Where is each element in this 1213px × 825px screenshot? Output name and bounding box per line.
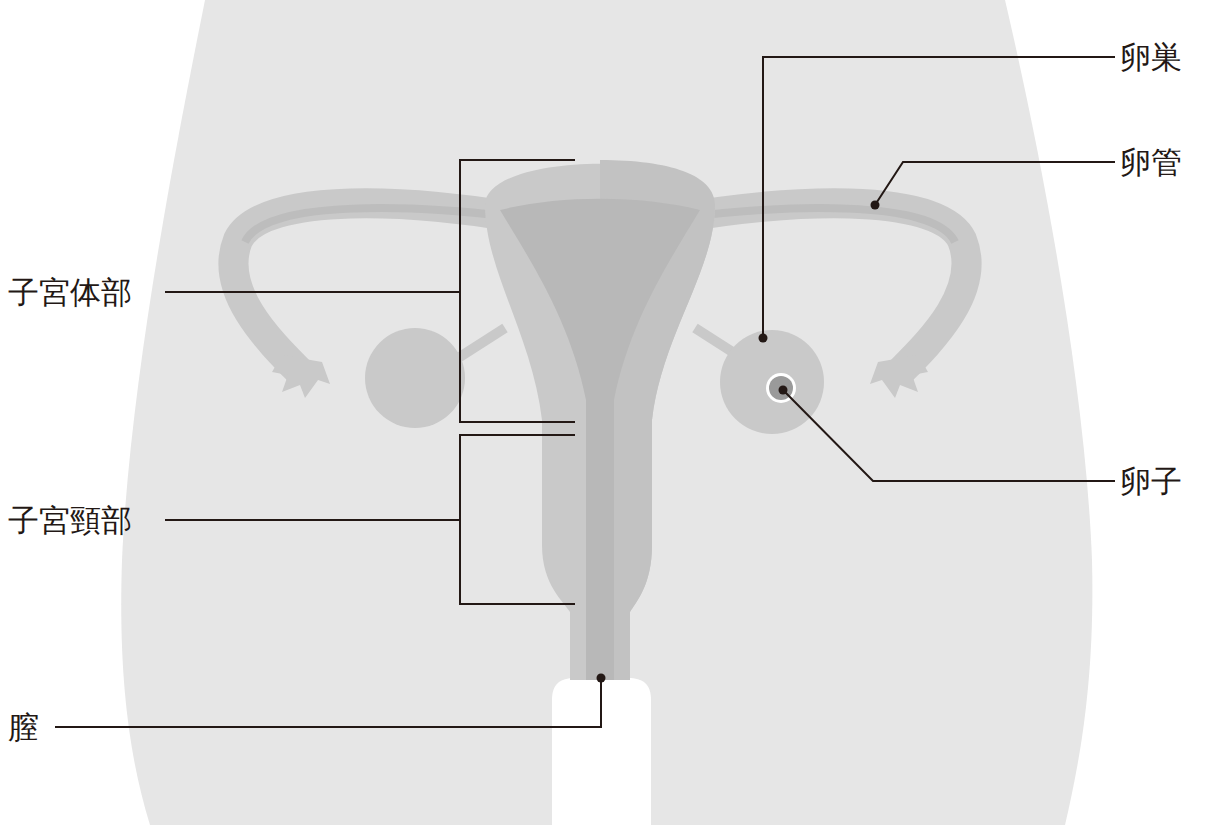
bracket [460,435,575,604]
fallopian-tube [680,203,967,372]
part-label: 膣 [8,708,39,746]
ovary [365,328,465,428]
leader-line [783,390,1115,481]
leader-line [165,291,460,293]
leader-line [875,162,1115,205]
leader-dot [871,201,880,210]
fimbriae [272,355,330,398]
part-label: 子宮頸部 [8,501,132,539]
leader-line [55,678,601,727]
leader-dot [759,334,768,343]
body-silhouette [121,0,1092,825]
part-label: 卵巣 [1120,38,1182,76]
part-label: 子宮体部 [8,273,132,311]
ovary [720,330,824,434]
leader-dot [597,674,606,683]
bracket [460,160,575,422]
uterine-cavity [500,199,700,400]
fallopian-tube-inner [680,208,955,242]
cervical-canal [586,398,614,680]
part-label: 卵管 [1120,143,1182,181]
fimbriae [870,355,928,398]
fallopian-tube-inner [245,208,520,242]
leader-dot [779,386,788,395]
leader-line [165,519,460,521]
leader-line [763,57,1115,338]
ovarian-ligament [455,328,505,360]
part-label: 卵子 [1120,462,1182,500]
